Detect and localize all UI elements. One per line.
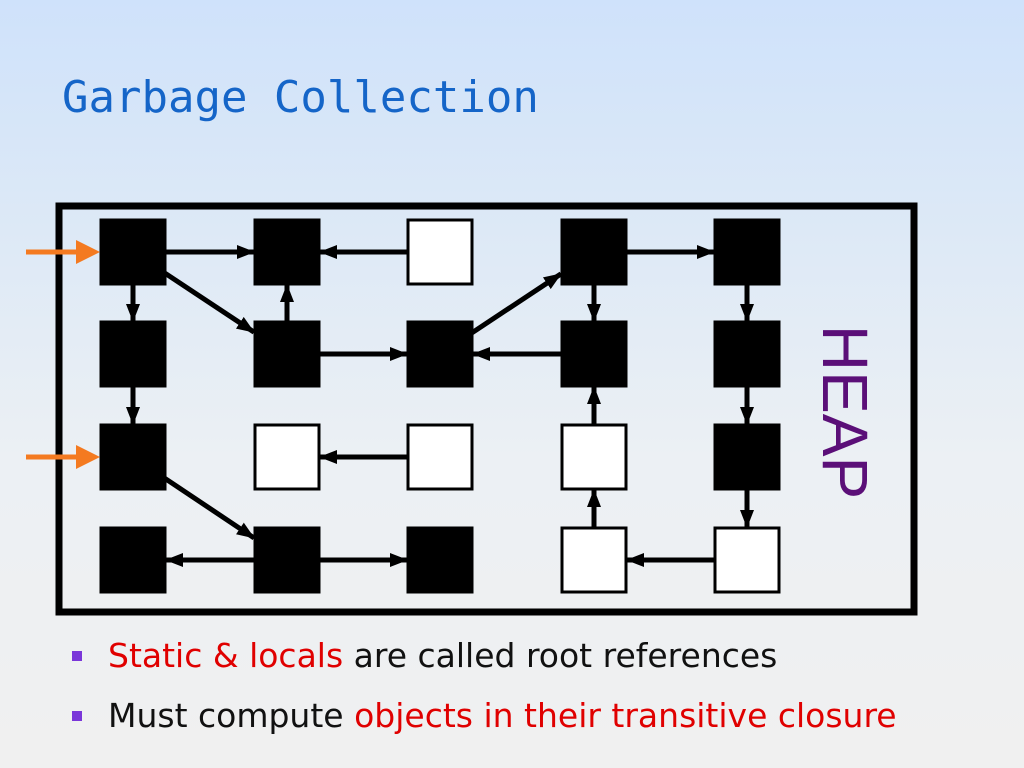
reachable-object-r2c5 [713,320,781,388]
reachable-object-r4c1 [99,526,167,594]
reachable-object-r1c2 [253,218,321,286]
reference-arrow-r1c1-to-r2c2 [163,271,256,335]
reference-arrow-r2c3-to-r1c4 [470,271,563,335]
reachable-object-r2c2 [253,320,321,388]
reachable-object-r2c1 [99,320,167,388]
root-reference-arrowhead-icon-row-3 [76,445,100,469]
bullet-list: Static & locals are called root referenc… [70,632,897,752]
reachable-object-r2c4 [560,320,628,388]
reachable-object-r3c5 [713,423,781,491]
bullet-highlight: objects in their transitive closure [354,696,897,735]
unreachable-object-r4c4 [560,526,628,594]
unreachable-object-r3c3 [406,423,474,491]
bullet-marker-icon [72,651,82,661]
bullet-highlight: Static & locals [108,636,344,675]
unreachable-object-r4c5 [713,526,781,594]
root-reference-arrowhead-icon-row-1 [76,240,100,264]
heap-diagram: HEAP [26,202,918,616]
reachable-object-r1c4 [560,218,628,286]
slide-title: Garbage Collection [62,72,539,123]
unreachable-object-r1c3 [406,218,474,286]
reference-arrow-r3c1-to-r4c2 [163,476,256,541]
heap-border [55,202,918,616]
bullet-item-transitive-closure: Must compute objects in their transitive… [70,692,897,752]
reachable-object-r2c3 [406,320,474,388]
bullet-item-root-references: Static & locals are called root referenc… [70,632,897,692]
reachable-object-r4c2 [253,526,321,594]
reachable-object-r1c5 [713,218,781,286]
reachable-object-r1c1 [99,218,167,286]
unreachable-object-r3c4 [560,423,628,491]
reachable-object-r4c3 [406,526,474,594]
bullet-text: Must compute [108,696,355,735]
unreachable-object-r3c2 [253,423,321,491]
reachable-object-r3c1 [99,423,167,491]
bullet-text: are called root references [343,636,778,675]
bullet-marker-icon [72,711,82,721]
heap-label: HEAP [809,325,881,499]
